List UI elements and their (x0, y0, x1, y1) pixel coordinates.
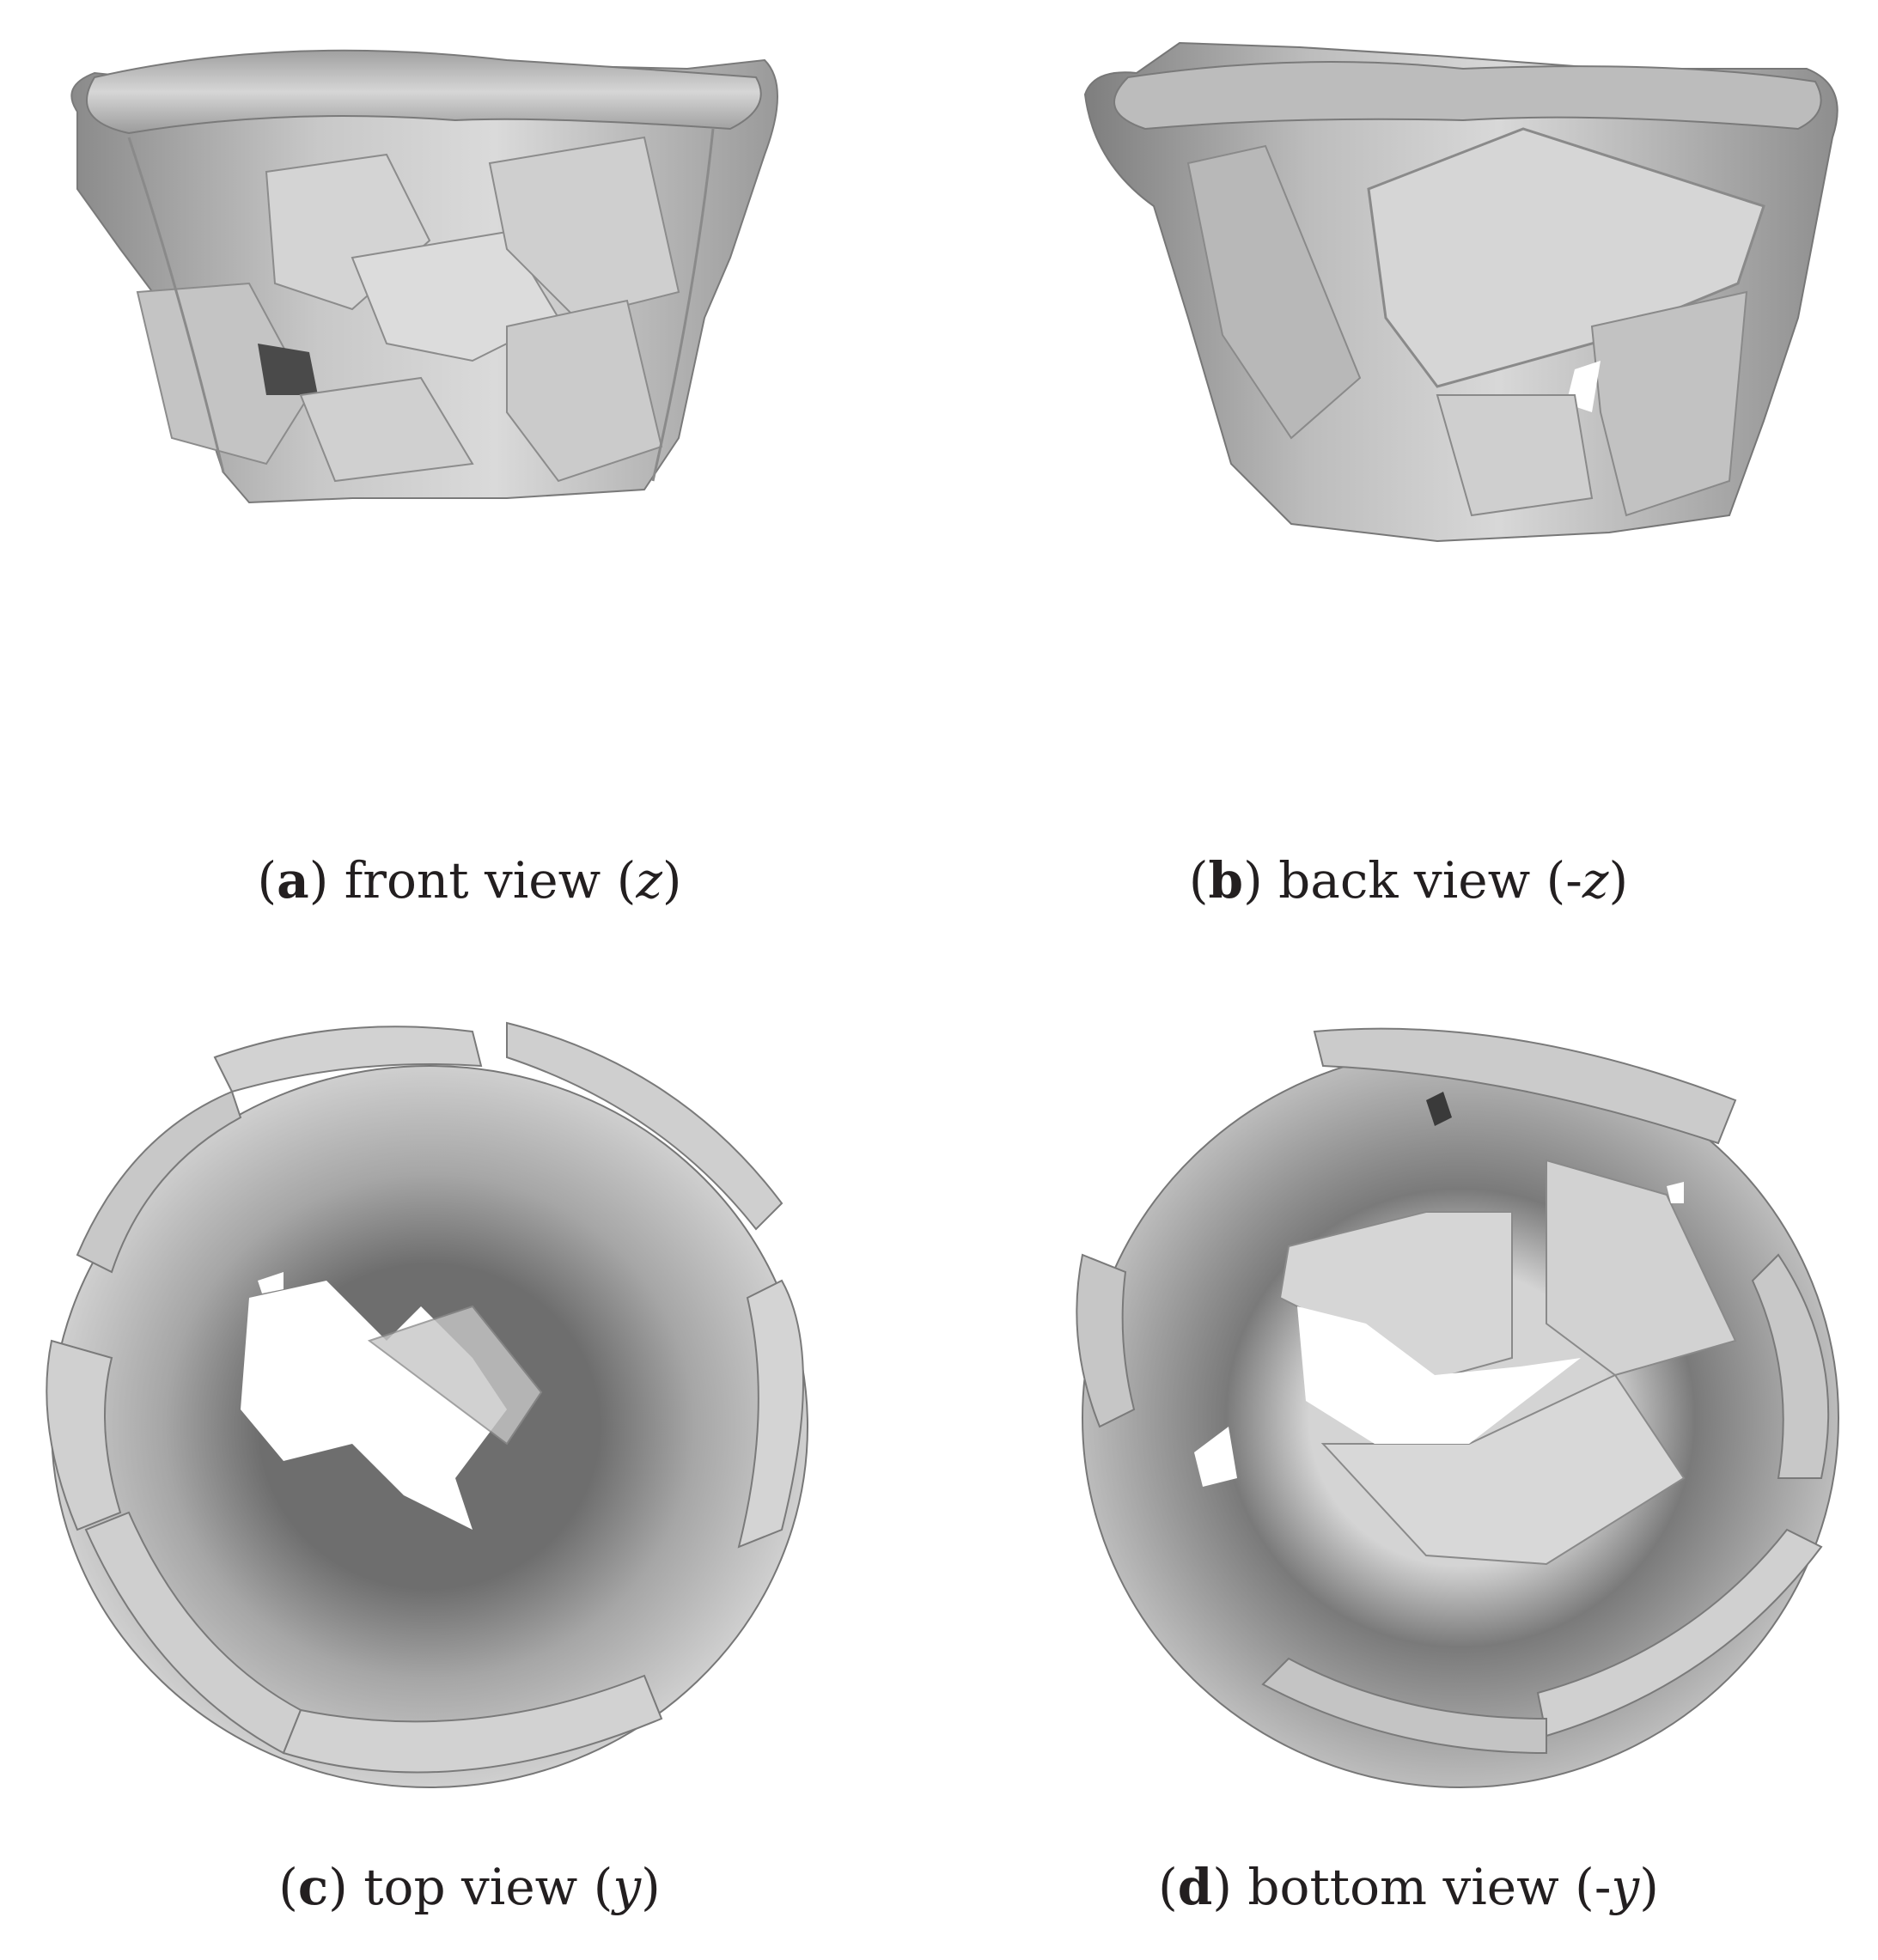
caption-a: (a) front view (z) (257, 851, 682, 910)
caption-text: top view (363, 1858, 578, 1916)
axis-variable: y (1611, 1858, 1640, 1916)
axis-variable: z (1582, 851, 1609, 910)
panel-letter: b (1208, 851, 1244, 910)
caption-text: bottom view (1247, 1858, 1559, 1916)
panel-c: (c) top view (y) (0, 980, 939, 1960)
panel-b: (b) back view (-z) (939, 0, 1878, 945)
axis-variable: y (613, 1858, 642, 1916)
mesh-top-view-icon (26, 997, 842, 1813)
panel-a: (a) front view (z) (0, 0, 939, 945)
mesh-front-view-icon (26, 34, 799, 704)
caption-c: (c) top view (y) (278, 1858, 661, 1916)
panel-letter: d (1177, 1858, 1213, 1916)
caption-b: (b) back view (-z) (1188, 851, 1629, 910)
caption-text: front view (344, 851, 601, 910)
axis-variable: z (636, 851, 662, 910)
mesh-bottom-view-icon (1065, 997, 1856, 1813)
caption-d: (d) bottom view (-y) (1158, 1858, 1659, 1916)
panel-letter: a (277, 851, 309, 910)
panel-d: (d) bottom view (-y) (939, 980, 1878, 1960)
panel-letter: c (297, 1858, 329, 1916)
mesh-back-view-icon (1076, 34, 1867, 704)
caption-text: back view (1278, 851, 1531, 910)
